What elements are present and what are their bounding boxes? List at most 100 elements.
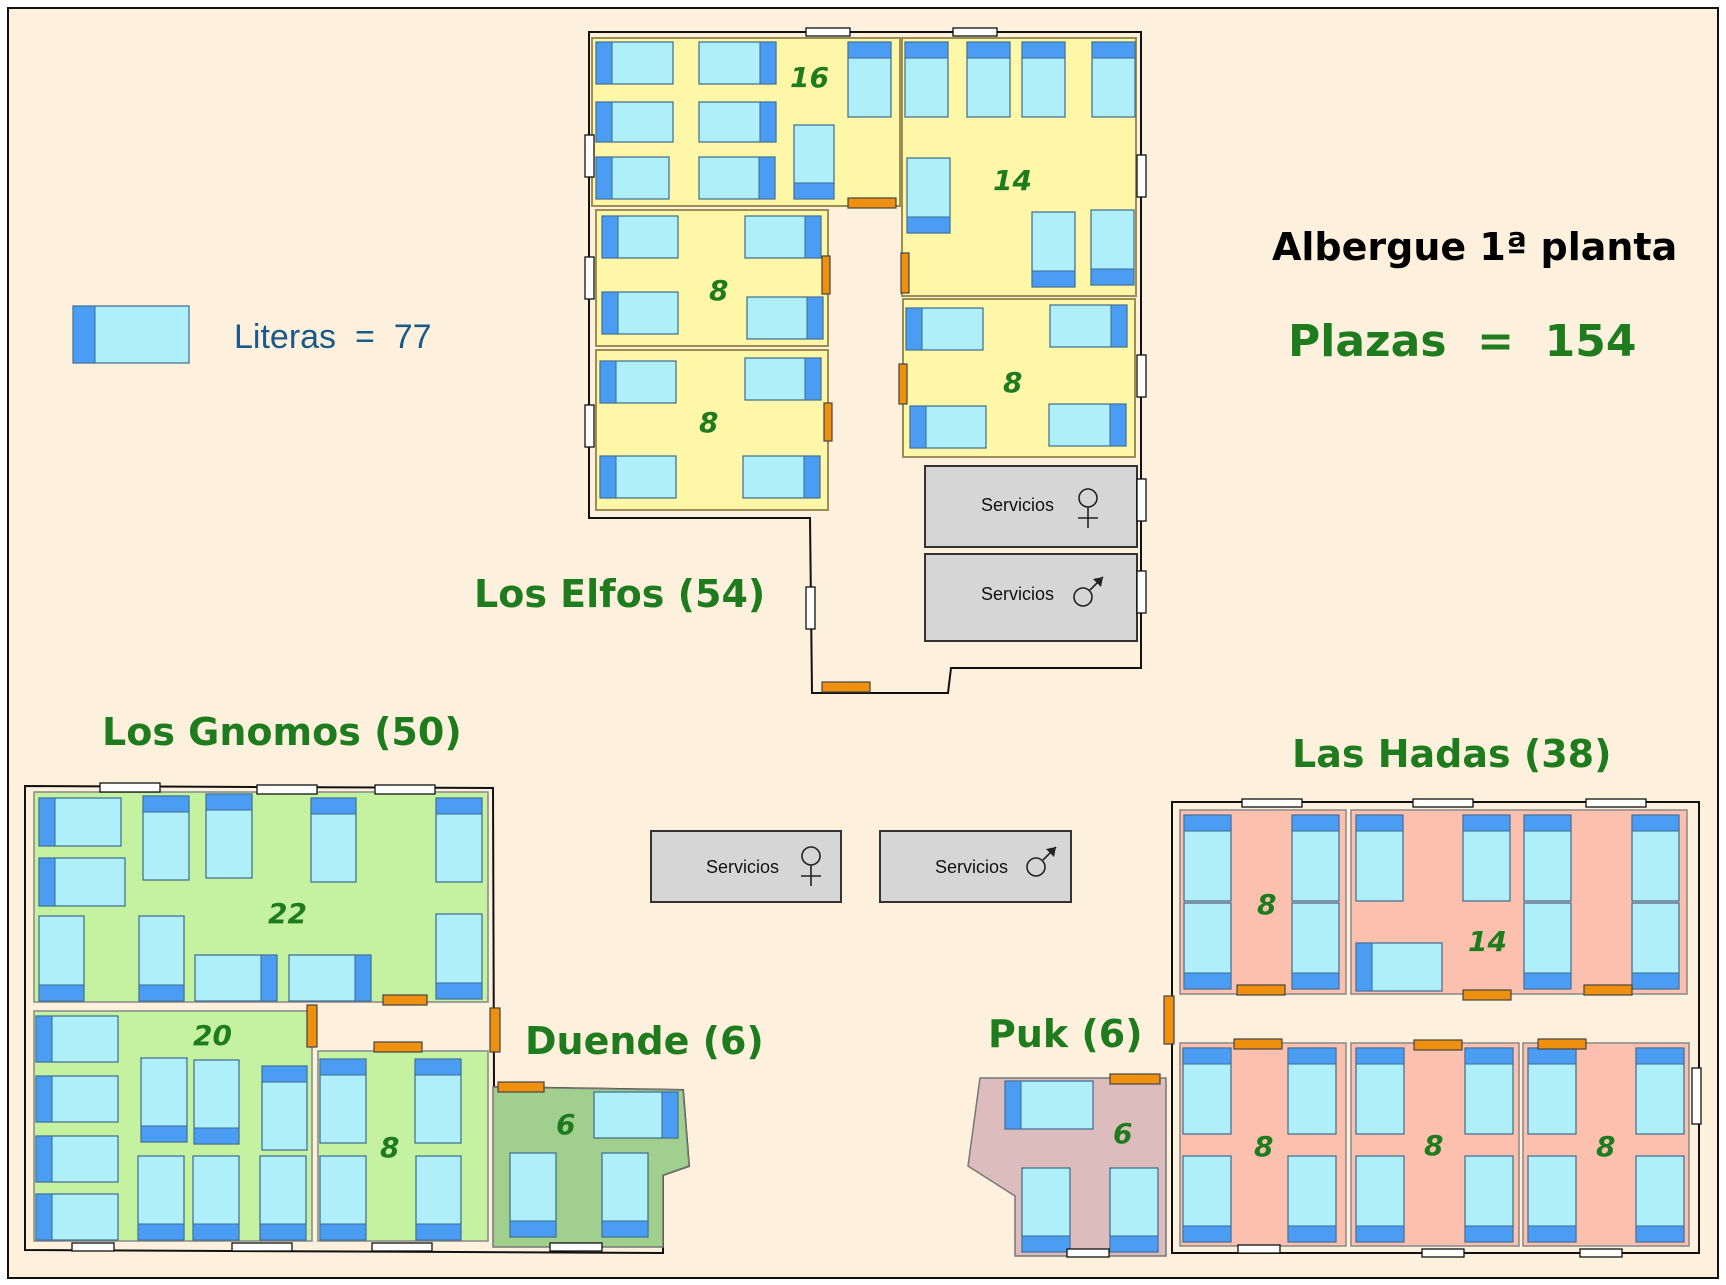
section-label-las-hadas: Las Hadas (38) (1292, 732, 1611, 776)
bunk-bed (288, 954, 372, 1002)
bunk-bed (595, 101, 674, 143)
bunk-bed-pillow (435, 982, 483, 1000)
bunk-bed (38, 797, 122, 847)
bunk-bed (1109, 1167, 1159, 1253)
gender-symbols-layer (801, 488, 1104, 886)
bunk-bed-pillow (1183, 814, 1232, 832)
bunk-bed (35, 1135, 119, 1183)
bunk-bed-pillow (138, 984, 185, 1002)
bunk-bed-pillow (595, 41, 613, 85)
window (1579, 1248, 1623, 1258)
window (584, 134, 595, 178)
bunk-bed-pillow (192, 1223, 240, 1241)
bunk-bed-pillow (1291, 972, 1340, 990)
bunk-bed-pillow (1527, 1225, 1577, 1243)
bunk-bed-pillow (415, 1223, 462, 1241)
window (374, 784, 436, 795)
bunk-bed-pillow (1635, 1225, 1685, 1243)
window (71, 1242, 115, 1252)
door (847, 197, 897, 209)
bunk-bed-pillow (1109, 403, 1127, 447)
bunk-bed-pillow (137, 1223, 185, 1241)
bunk-bed-pillow (601, 215, 619, 259)
door (1413, 1039, 1463, 1051)
bunk-bed-pillow (1287, 1225, 1337, 1243)
bunk-bed (1048, 403, 1127, 447)
legend-pillow-icon (72, 305, 96, 364)
door (821, 255, 831, 295)
section-label-puk: Puk (6) (988, 1012, 1143, 1056)
bunk-bed (744, 357, 822, 401)
door (823, 402, 833, 442)
window (231, 1242, 293, 1252)
bunk-bed-pillow (1523, 814, 1572, 832)
bunk-bed-pillow (435, 797, 483, 815)
male-arrow-head (1046, 847, 1056, 857)
bunk-bed-pillow (1355, 1225, 1405, 1243)
window (371, 1242, 433, 1252)
door (306, 1004, 318, 1048)
window (1691, 1067, 1702, 1125)
window (1241, 798, 1303, 808)
room-capacity: 8 (709, 274, 728, 307)
room-capacity: 14 (993, 164, 1032, 197)
bunk-bed-pillow (142, 795, 190, 813)
services-label: Servicios (981, 495, 1054, 515)
bunk-bed-pillow (1090, 268, 1135, 286)
legend: Literas = 77 (72, 305, 432, 364)
bunk-bed (1523, 902, 1572, 990)
door (1163, 995, 1175, 1045)
bunk-bed (259, 1155, 307, 1241)
bunk-bed (1355, 814, 1404, 902)
bunk-bed (595, 41, 674, 85)
bunk-bed-pillow (1631, 814, 1680, 832)
bunk-bed-pillow (595, 101, 613, 143)
door (1233, 1038, 1283, 1050)
bunk-bed-pillow (904, 41, 949, 59)
window (805, 27, 851, 37)
bunk-bed (1527, 1155, 1577, 1243)
bunk-bed-pillow (1291, 814, 1340, 832)
room-capacity: 6 (1113, 1117, 1132, 1150)
bunk-bed-pillow (906, 216, 951, 234)
bunk-bed-pillow (354, 954, 372, 1002)
bunk-bed-pillow (35, 1193, 53, 1241)
bunk-bed (1091, 41, 1136, 118)
bunk-bed-pillow (966, 41, 1011, 59)
total-places: Plazas = 154 (1288, 316, 1637, 367)
bunk-bed (698, 156, 776, 200)
bunk-bed-pillow (509, 1220, 557, 1238)
bunk-bed-pillow (38, 797, 56, 847)
window (1136, 478, 1147, 522)
bunk-bed-pillow (1355, 814, 1404, 832)
bunk-bed (1021, 41, 1066, 118)
bunk-bed-pillow (909, 405, 927, 449)
room-capacity: 14 (1468, 925, 1507, 958)
section-label-los-elfos: Los Elfos (54) (474, 572, 765, 616)
bunk-bed-pillow (1635, 1047, 1685, 1065)
bunk-bed (310, 797, 357, 883)
room-capacity: 6 (556, 1108, 575, 1141)
bunk-bed (140, 1057, 188, 1143)
door (382, 994, 428, 1006)
bunk-bed-pillow (38, 984, 85, 1002)
bunk-bed-pillow (1464, 1047, 1514, 1065)
services-label: Servicios (706, 857, 779, 877)
bunk-bed-pillow (35, 1135, 53, 1183)
bunk-bed (742, 455, 821, 499)
bunk-bed-pillow (1182, 1047, 1232, 1065)
bunk-bed (319, 1058, 367, 1144)
male-arrow-head (1093, 577, 1103, 587)
bunk-bed-pillow (1287, 1047, 1337, 1065)
door (489, 1007, 501, 1053)
door (1236, 984, 1286, 996)
bunk-bed-pillow (1109, 1235, 1159, 1253)
door (1462, 989, 1512, 1001)
bunk-bed-pillow (759, 41, 777, 85)
window (256, 784, 318, 795)
bunk-bed (192, 1155, 240, 1241)
bunk-bed-pillow (803, 455, 821, 499)
bunk-bed (261, 1065, 308, 1151)
door (898, 363, 908, 405)
